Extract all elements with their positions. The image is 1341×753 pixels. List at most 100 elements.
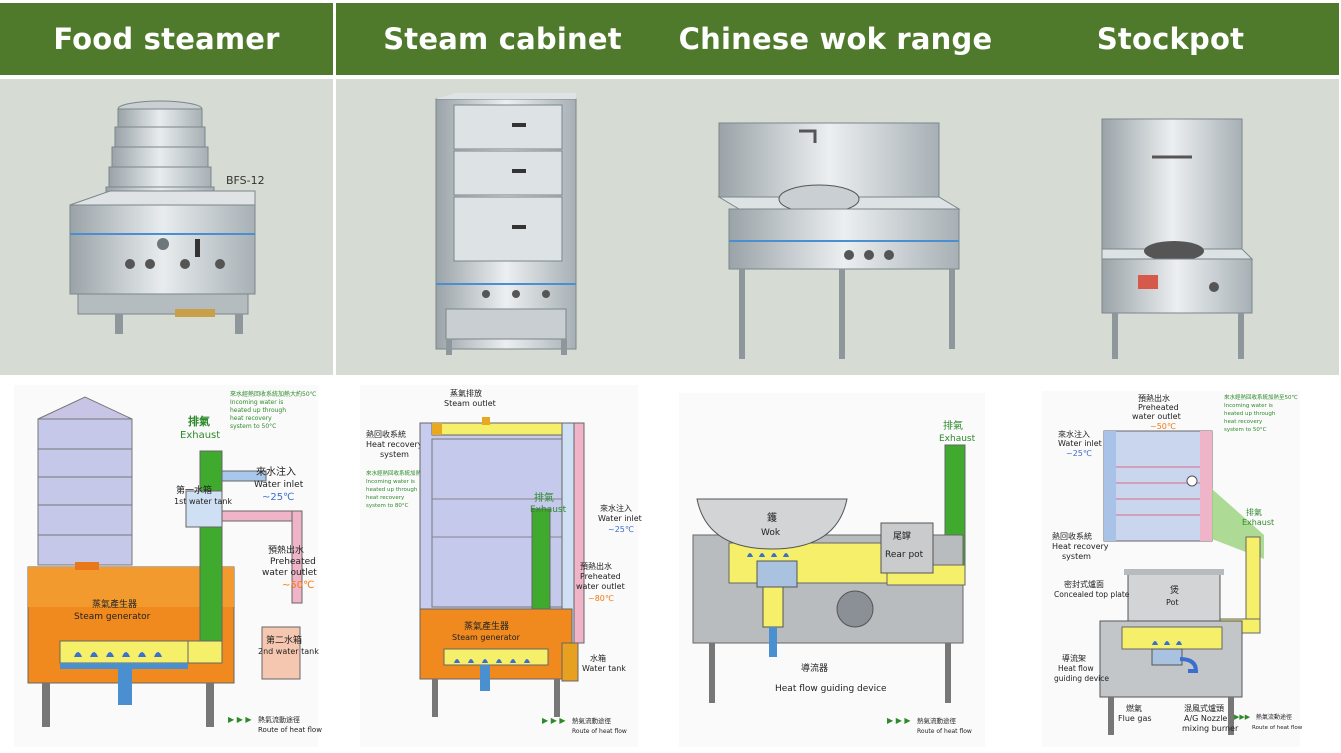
- rear-pot-en: Rear pot: [885, 550, 924, 560]
- tank-en: Water tank: [582, 664, 626, 673]
- food-steamer-diagram: 蒸氣產生器 Steam generator 排氣 Exhaust 來水經熱回: [0, 379, 333, 753]
- burner-zh: 混風式爐頭: [1184, 703, 1224, 713]
- guide-en-2: guiding device: [1054, 674, 1109, 683]
- column-chinese-wok-range: Chinese wok range: [669, 0, 1002, 753]
- rear-pot-zh: 尾罉: [893, 530, 911, 542]
- note-en-3: heat recovery: [230, 415, 272, 422]
- preheated-zh: 預熱出水: [1138, 393, 1170, 403]
- generator-zh: 蒸氣產生器: [92, 598, 137, 610]
- heat-recovery-zh: 熱回收系統: [1052, 531, 1092, 541]
- tank-zh: 水箱: [590, 653, 606, 663]
- water-inlet-en: Water inlet: [1058, 439, 1102, 448]
- burner-en-2: mixing burner: [1182, 724, 1239, 733]
- column-header: Food steamer: [0, 3, 333, 75]
- preheated-temp: ~50℃: [282, 580, 314, 591]
- water-inlet-zh: 來水注入: [600, 503, 632, 513]
- legend-zh: 熱氣流動途徑: [572, 716, 612, 725]
- note-en-4: system to 80°C: [366, 503, 409, 509]
- exhaust-zh: 排氣: [1246, 507, 1262, 517]
- exhaust-en: Exhaust: [180, 430, 220, 441]
- legend-en: Route of heat flow: [572, 728, 627, 735]
- column-header: Steam cabinet: [336, 3, 669, 75]
- heat-recovery-zh: 熱回收系統: [366, 429, 406, 439]
- tank2-en: 2nd water tank: [258, 647, 319, 656]
- water-inlet-temp: ~25℃: [1066, 449, 1092, 458]
- note-en-2: heated up through: [230, 407, 286, 414]
- note-en-3: heat recovery: [366, 495, 405, 501]
- water-inlet-temp: ~25℃: [608, 525, 634, 534]
- steam-outlet-zh: 蒸氣排放: [450, 388, 482, 398]
- top-plate-zh: 密封式爐面: [1064, 579, 1104, 589]
- legend-arrows: ▶▶▶: [1234, 713, 1251, 721]
- note-zh: 來水經熱回收系統加熱至80℃: [366, 469, 440, 477]
- water-inlet-zh: 來水注入: [256, 465, 296, 478]
- generator-en: Steam generator: [452, 633, 521, 642]
- note-zh: 來水經熱回收系統加熱大約50℃: [230, 390, 317, 398]
- model-label: BFS-12: [226, 174, 265, 187]
- preheated-en-1: Preheated: [1138, 403, 1179, 412]
- heat-recovery-en-1: Heat recovery: [366, 440, 423, 449]
- water-inlet-en: Water inlet: [598, 514, 642, 523]
- note-en-4: system to 50°C: [1224, 427, 1267, 433]
- exhaust-zh: 排氣: [188, 414, 210, 428]
- legend-arrows: ▶ ▶ ▶: [542, 716, 566, 725]
- water-inlet-temp: ~25℃: [262, 492, 294, 503]
- pot-en: Pot: [1166, 598, 1179, 607]
- water-inlet-en: Water inlet: [254, 480, 304, 490]
- legend-en: Route of heat flow: [1252, 725, 1303, 731]
- legend-zh: 熱氣流動途徑: [917, 716, 957, 725]
- column-steam-cabinet: Steam cabinet: [336, 0, 669, 753]
- exhaust-en: Exhaust: [530, 505, 567, 515]
- note-en-2: heated up through: [366, 487, 418, 493]
- preheated-temp: ~80℃: [588, 594, 614, 603]
- wok-range-photo: [669, 79, 1002, 375]
- legend-arrows: ▶ ▶ ▶: [887, 716, 911, 725]
- legend-en: Route of heat flow: [258, 726, 322, 734]
- legend-en: Route of heat flow: [917, 728, 972, 735]
- exhaust-zh: 排氣: [943, 419, 963, 432]
- stockpot-photo: [1002, 79, 1339, 375]
- top-plate-en: Concealed top plate: [1054, 590, 1130, 599]
- generator-zh: 蒸氣產生器: [464, 620, 509, 632]
- flue-zh: 燃氣: [1126, 703, 1142, 713]
- note-en-1: Incoming water is: [1224, 403, 1273, 409]
- legend-zh: 熱氣流動途徑: [258, 715, 300, 724]
- heat-recovery-en-1: Heat recovery: [1052, 542, 1109, 551]
- note-en-1: Incoming water is: [366, 479, 415, 485]
- note-zh: 來水經熱回收系統加熱至50℃: [1224, 393, 1298, 401]
- wok-en: Wok: [761, 528, 781, 538]
- preheated-en-2: water outlet: [576, 582, 625, 591]
- exhaust-zh: 排氣: [534, 491, 554, 504]
- column-stockpot: Stockpot 預熱出水: [1002, 0, 1341, 753]
- exhaust-en: Exhaust: [1242, 518, 1274, 527]
- heat-recovery-en-2: system: [1062, 552, 1091, 561]
- wok-range-diagram: 排氣 Exhaust 鑊 Wok 尾罉 Rear pot: [669, 379, 1002, 753]
- tank1-en: 1st water tank: [174, 497, 232, 506]
- exhaust-en: Exhaust: [939, 434, 976, 444]
- steam-cabinet-photo: [336, 79, 669, 375]
- preheated-zh: 預熱出水: [580, 561, 612, 571]
- flue-en: Flue gas: [1118, 714, 1152, 723]
- note-en-3: heat recovery: [1224, 419, 1263, 425]
- preheated-zh: 預熱出水: [268, 544, 304, 556]
- legend-arrows: ▶ ▶ ▶: [228, 715, 252, 724]
- wok-zh: 鑊: [767, 511, 777, 524]
- guide-en-1: Heat flow: [1058, 664, 1094, 673]
- note-en-1: Incoming water is: [230, 399, 283, 406]
- tank1-zh: 第一水箱: [176, 484, 212, 496]
- pot-zh: 煲: [1170, 584, 1179, 596]
- guide-zh: 導流器: [801, 662, 828, 674]
- guide-zh: 導流架: [1062, 653, 1086, 663]
- preheated-en-2: water outlet: [262, 568, 317, 578]
- generator-en: Steam generator: [74, 612, 151, 622]
- preheated-en-2: water outlet: [1132, 412, 1181, 421]
- steam-outlet-en: Steam outlet: [444, 399, 496, 408]
- stockpot-diagram: 預熱出水 Preheated water outlet ~50℃ 來水經熱回收系…: [1002, 379, 1339, 753]
- burner-en-1: A/G Nozzle: [1184, 714, 1227, 723]
- tank2-zh: 第二水箱: [266, 634, 302, 646]
- column-header: Chinese wok range: [669, 3, 1002, 75]
- preheated-en-1: Preheated: [270, 557, 316, 567]
- column-header: Stockpot: [1002, 3, 1339, 75]
- note-en-4: system to 50°C: [230, 423, 276, 430]
